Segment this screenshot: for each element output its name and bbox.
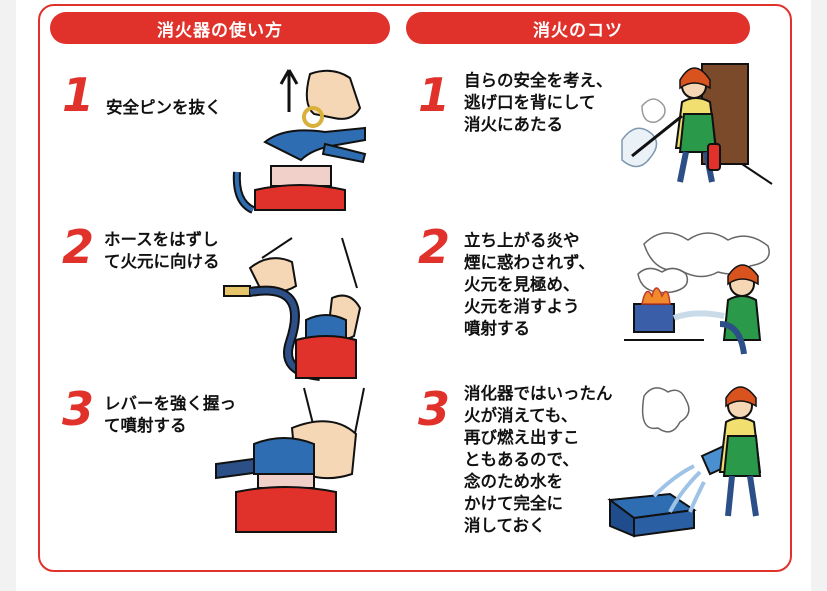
left-step-3-text: レバーを強く握っ て噴射する <box>104 394 236 435</box>
find-fire-source-illustration <box>624 232 770 355</box>
left-step-1-number: 1 <box>62 68 95 122</box>
left-step-2-number: 2 <box>62 220 95 274</box>
left-step-2-text: ホースをはずし て火元に向ける <box>104 230 220 271</box>
squeeze-lever-illustration <box>215 387 365 533</box>
right-step-1-number: 1 <box>418 68 451 122</box>
right-step-3-number: 3 <box>418 382 451 436</box>
right-step-2-text: 立ち上がる炎や 煙に惑わされず、 火元を見極め、 火元を消すよう 噴射する <box>464 231 595 338</box>
pull-pin-illustration <box>232 69 367 214</box>
right-step-1-text: 自らの安全を考え、 逃げ口を背にして 消火にあたる <box>464 71 613 134</box>
right-section-header: 消火のコツ <box>406 12 750 44</box>
right-step-3-text: 消化器ではいったん 火が消えても、 再び燃え出すこ ともあるので、 念のため水を… <box>464 384 613 535</box>
back-to-exit-illustration <box>621 63 773 185</box>
left-section-header: 消火器の使い方 <box>50 12 390 44</box>
left-step-1-text: 安全ピンを抜く <box>106 98 222 117</box>
pour-water-illustration <box>607 386 762 538</box>
left-step-3-number: 3 <box>62 382 95 436</box>
right-step-2-number: 2 <box>418 220 451 274</box>
aim-hose-illustration <box>223 237 362 381</box>
